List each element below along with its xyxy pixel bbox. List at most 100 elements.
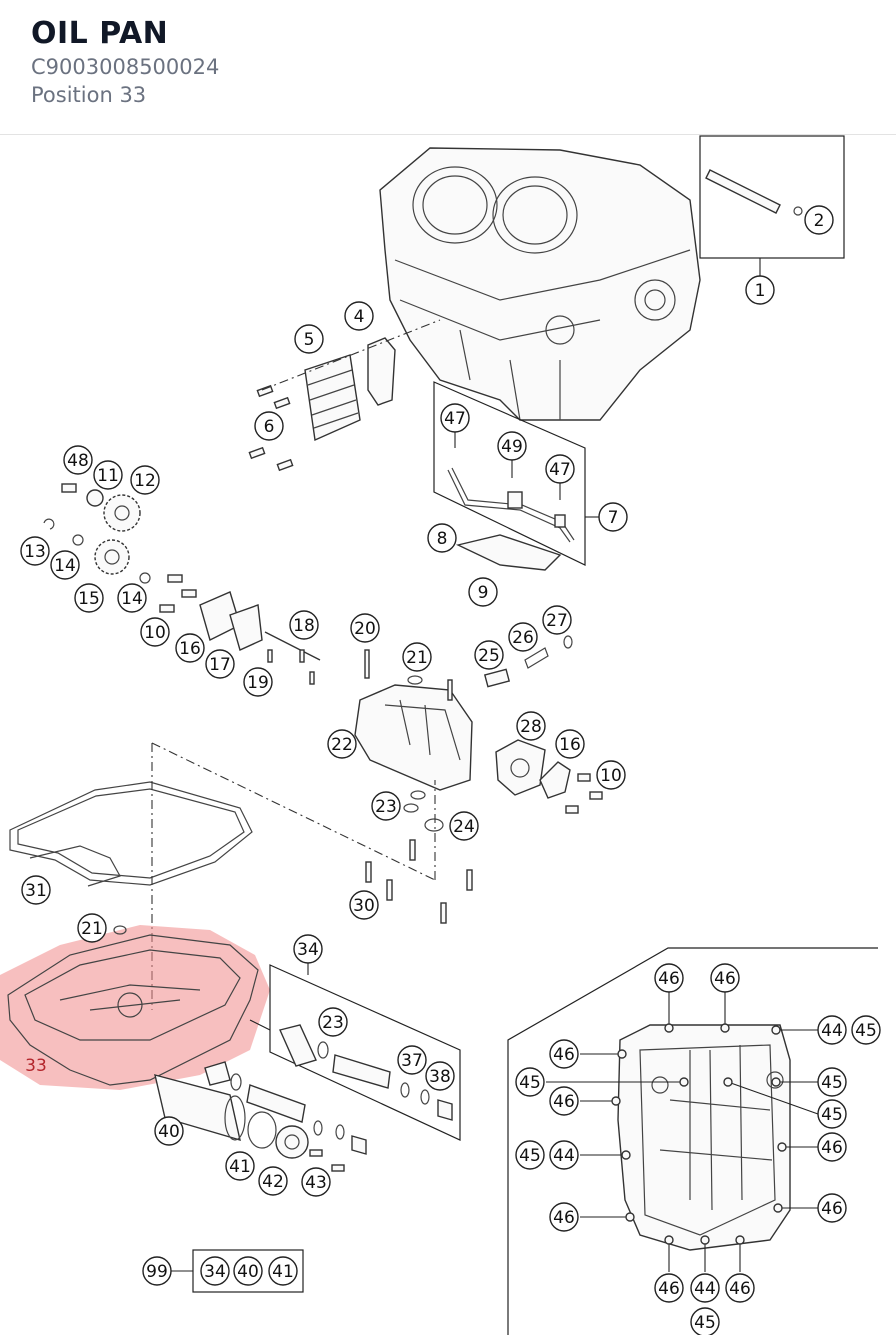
- callout-16[interactable]: 16: [555, 729, 585, 759]
- svg-text:16: 16: [179, 639, 201, 659]
- callout-18[interactable]: 18: [289, 610, 319, 640]
- svg-text:44: 44: [553, 1146, 575, 1166]
- callout-5[interactable]: 5: [294, 324, 324, 354]
- svg-text:46: 46: [658, 1279, 680, 1299]
- callout-46[interactable]: 46: [549, 1086, 579, 1116]
- detail-leaders: [546, 990, 819, 1272]
- callout-6[interactable]: 6: [254, 411, 284, 441]
- callout-45[interactable]: 45: [817, 1099, 847, 1129]
- callout-45[interactable]: 45: [851, 1015, 881, 1045]
- svg-text:4: 4: [354, 307, 365, 327]
- callout-34[interactable]: 34: [293, 934, 323, 964]
- svg-text:19: 19: [247, 673, 269, 693]
- callout-21[interactable]: 21: [77, 913, 107, 943]
- svg-text:40: 40: [158, 1122, 180, 1142]
- oil-pan: [7, 934, 259, 1086]
- callout-13[interactable]: 13: [20, 536, 50, 566]
- callout-23[interactable]: 23: [371, 791, 401, 821]
- callout-44[interactable]: 44: [549, 1140, 579, 1170]
- callout-44[interactable]: 44: [817, 1015, 847, 1045]
- callout-22[interactable]: 22: [327, 729, 357, 759]
- page-header: OIL PAN C9003008500024 Position 33: [0, 0, 896, 135]
- callout-46[interactable]: 46: [549, 1039, 579, 1069]
- svg-text:18: 18: [293, 616, 315, 636]
- callout-47[interactable]: 47: [545, 454, 575, 484]
- callout-44[interactable]: 44: [690, 1273, 720, 1303]
- svg-text:31: 31: [25, 881, 47, 901]
- kit-99-box: [192, 1249, 304, 1293]
- callout-19[interactable]: 19: [243, 667, 273, 697]
- callout-99[interactable]: 99: [142, 1256, 172, 1286]
- svg-text:48: 48: [67, 451, 89, 471]
- callout-41[interactable]: 41: [225, 1151, 255, 1181]
- callout-42[interactable]: 42: [258, 1166, 288, 1196]
- svg-text:20: 20: [354, 619, 376, 639]
- callout-25[interactable]: 25: [474, 640, 504, 670]
- callout-28[interactable]: 28: [516, 711, 546, 741]
- callout-46[interactable]: 46: [549, 1202, 579, 1232]
- callout-49[interactable]: 49: [497, 431, 527, 461]
- callout-46[interactable]: 46: [725, 1273, 755, 1303]
- callout-30[interactable]: 30: [349, 890, 379, 920]
- callout-46[interactable]: 46: [710, 963, 740, 993]
- callout-23[interactable]: 23: [318, 1007, 348, 1037]
- callout-20[interactable]: 20: [350, 613, 380, 643]
- callout-34[interactable]: 34: [200, 1256, 230, 1286]
- callout-4[interactable]: 4: [344, 301, 374, 331]
- callout-8[interactable]: 8: [427, 523, 457, 553]
- pump-housing: [354, 635, 573, 832]
- callout-45[interactable]: 45: [515, 1067, 545, 1097]
- svg-text:2: 2: [814, 211, 825, 231]
- callout-48[interactable]: 48: [63, 445, 93, 475]
- callout-10[interactable]: 10: [596, 760, 626, 790]
- callout-11[interactable]: 11: [93, 460, 123, 490]
- callout-7[interactable]: 7: [598, 502, 628, 532]
- callout-14[interactable]: 14: [117, 583, 147, 613]
- svg-text:49: 49: [501, 437, 523, 457]
- callout-10[interactable]: 10: [140, 617, 170, 647]
- callout-47[interactable]: 47: [440, 403, 470, 433]
- callout-31[interactable]: 31: [21, 875, 51, 905]
- callout-46[interactable]: 46: [817, 1193, 847, 1223]
- svg-text:41: 41: [229, 1157, 251, 1177]
- callout-41[interactable]: 41: [268, 1256, 298, 1286]
- svg-text:14: 14: [54, 556, 76, 576]
- callout-14[interactable]: 14: [50, 550, 80, 580]
- callout-38[interactable]: 38: [425, 1061, 455, 1091]
- svg-text:37: 37: [401, 1051, 423, 1071]
- callout-17[interactable]: 17: [205, 649, 235, 679]
- callout-37[interactable]: 37: [397, 1045, 427, 1075]
- svg-text:11: 11: [97, 466, 119, 486]
- detail-bolts: [611, 1023, 787, 1245]
- callout-45[interactable]: 45: [817, 1067, 847, 1097]
- callout-21[interactable]: 21: [402, 642, 432, 672]
- callout-26[interactable]: 26: [508, 622, 538, 652]
- callout-46[interactable]: 46: [654, 963, 684, 993]
- callout-45[interactable]: 45: [515, 1140, 545, 1170]
- callout-1[interactable]: 1: [745, 275, 775, 305]
- callout-2[interactable]: 2: [804, 205, 834, 235]
- callout-12[interactable]: 12: [130, 465, 160, 495]
- svg-text:46: 46: [821, 1138, 843, 1158]
- callout-27[interactable]: 27: [542, 605, 572, 635]
- oil-pump-right: [495, 739, 603, 814]
- svg-text:27: 27: [546, 611, 568, 631]
- callout-40[interactable]: 40: [233, 1256, 263, 1286]
- callout-43[interactable]: 43: [301, 1167, 331, 1197]
- oil-pipe: [447, 467, 575, 543]
- callout-46[interactable]: 46: [817, 1132, 847, 1162]
- callout-46[interactable]: 46: [654, 1273, 684, 1303]
- svg-text:44: 44: [821, 1021, 843, 1041]
- callout-9[interactable]: 9: [468, 577, 498, 607]
- callout-40[interactable]: 40: [154, 1116, 184, 1146]
- callout-33[interactable]: 33: [22, 1051, 50, 1079]
- callout-45[interactable]: 45: [690, 1307, 720, 1335]
- svg-text:6: 6: [264, 417, 275, 437]
- callout-16[interactable]: 16: [175, 633, 205, 663]
- svg-text:38: 38: [429, 1067, 451, 1087]
- callout-15[interactable]: 15: [74, 583, 104, 613]
- svg-text:45: 45: [821, 1073, 843, 1093]
- svg-text:46: 46: [658, 969, 680, 989]
- callout-24[interactable]: 24: [449, 811, 479, 841]
